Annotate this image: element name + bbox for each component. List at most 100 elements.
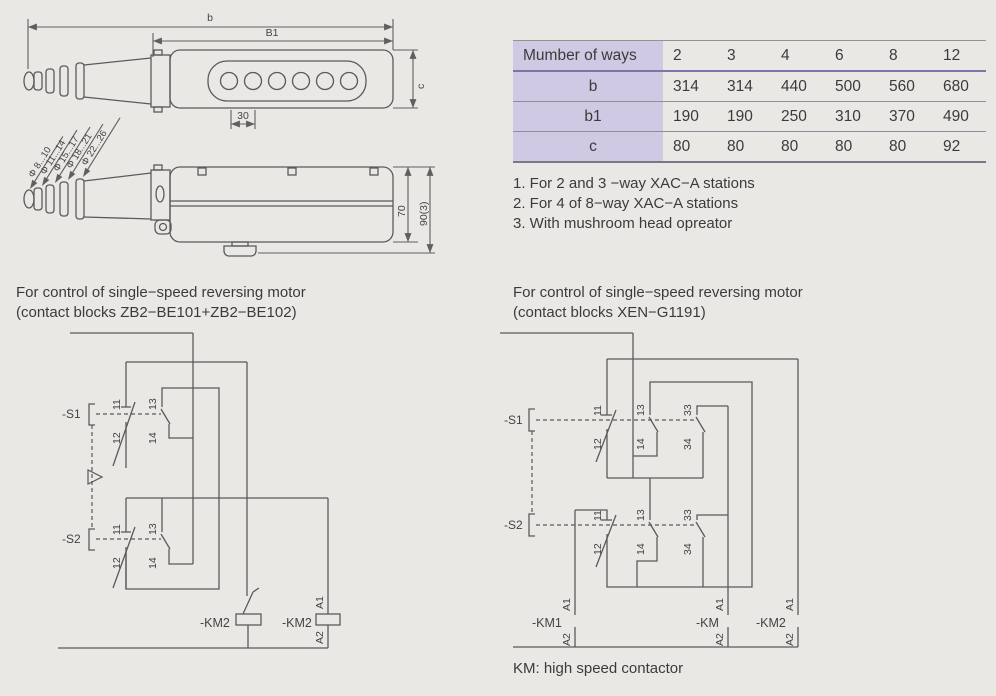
- terminal-label-14: 14: [147, 432, 159, 444]
- terminal-label-33: 33: [682, 404, 694, 416]
- table-row: b1 190 190 250 310 370 490: [513, 101, 986, 132]
- terminal-label-a1: A1: [714, 598, 726, 611]
- pushbutton: [219, 71, 239, 91]
- table-row: c 80 80 80 80 80 92: [513, 131, 986, 163]
- table-cell: 80: [825, 131, 879, 163]
- pushbutton: [267, 71, 287, 91]
- title-line: (contact blocks XEN−G1191): [513, 304, 706, 321]
- cable-gland-top: [23, 57, 152, 105]
- trip-action-symbol: [87, 469, 104, 485]
- terminal-label-14: 14: [635, 543, 647, 555]
- terminal-label-34: 34: [682, 438, 694, 450]
- table-cell: 80: [717, 131, 771, 163]
- table-cell: 80: [879, 131, 933, 163]
- table-col-header: 3: [717, 40, 771, 72]
- pendant-side-view: 70 90(3): [23, 164, 435, 257]
- pushbutton: [339, 71, 359, 91]
- table-header-cell: Mumber of ways: [513, 40, 663, 72]
- s1-no-contact: [125, 387, 220, 590]
- mushroom-button: [223, 241, 257, 257]
- terminal-label-12: 12: [111, 432, 123, 444]
- title-line: For control of single−speed reversing mo…: [16, 284, 306, 301]
- dim-label-b1: B1: [266, 27, 279, 39]
- table-cell: 440: [771, 71, 825, 102]
- wiring-diagram-xen: -S1 -S2 11 12 13 14 33 34 11 12 13 14 33…: [500, 332, 799, 648]
- table-cell: 680: [933, 71, 986, 102]
- table-col-header: 12: [933, 40, 986, 72]
- notes: 1. For 2 and 3 −way XAC−A stations 2. Fo…: [513, 174, 755, 234]
- cable-gland-side: [23, 172, 152, 220]
- section-title-left: For control of single−speed reversing mo…: [16, 283, 306, 323]
- pushbutton-linkage: [87, 403, 161, 551]
- terminal-label-a2: A2: [314, 631, 326, 644]
- km2-label: -KM2: [756, 616, 786, 630]
- terminal-label-13: 13: [635, 404, 647, 416]
- button-label-s2: -S2: [504, 518, 523, 532]
- table-cell: 490: [933, 101, 986, 132]
- terminal-label-14: 14: [635, 438, 647, 450]
- s1-no-contact-13: [606, 381, 753, 588]
- table-col-header: 8: [879, 40, 933, 72]
- table-cell: 92: [933, 131, 986, 163]
- table-col-header: 2: [663, 40, 717, 72]
- s2-no-contact-13: [636, 478, 659, 587]
- table-cell: 500: [825, 71, 879, 102]
- ways-dimension-table: Mumber of ways 2 3 4 6 8 12 b 314 314 44…: [513, 40, 986, 163]
- title-line: For control of single−speed reversing mo…: [513, 284, 803, 301]
- km2-contact-label: -KM2: [200, 616, 230, 630]
- table-cell: 314: [717, 71, 771, 102]
- dim-label-70: 70: [396, 205, 408, 217]
- terminal-label-a1: A1: [561, 598, 573, 611]
- table-cell: 80: [771, 131, 825, 163]
- s2-nc-contact: [595, 514, 617, 568]
- km-caption: KM: high speed contactor: [513, 660, 684, 677]
- table-cell: 370: [879, 101, 933, 132]
- note-line: 3. With mushroom head opreator: [513, 215, 733, 232]
- s1-nc-contact: [595, 409, 617, 478]
- terminal-label-11: 11: [111, 524, 123, 535]
- enclosure-side-outline: [169, 166, 394, 243]
- terminal-label-13: 13: [635, 509, 647, 521]
- terminal-label-a1: A1: [314, 596, 326, 609]
- table-cell: 560: [879, 71, 933, 102]
- terminal-label-a2: A2: [784, 633, 796, 646]
- s1-nc-contact: [112, 401, 136, 468]
- table-cell: 190: [717, 101, 771, 132]
- pushbutton: [291, 71, 311, 91]
- table-row-label: b: [513, 71, 663, 102]
- pushbutton-linkage: [528, 408, 696, 537]
- terminal-label-a2: A2: [714, 633, 726, 646]
- km2-coil-label: -KM2: [282, 616, 312, 630]
- dim-label-c: c: [415, 84, 427, 89]
- dim-label-30: 30: [237, 110, 249, 122]
- table-col-header: 4: [771, 40, 825, 72]
- table-col-header: 6: [825, 40, 879, 72]
- km1-label: -KM1: [532, 616, 562, 630]
- title-line: (contact blocks ZB2−BE101+ZB2−BE102): [16, 304, 297, 321]
- s2-nc-contact: [112, 498, 136, 589]
- enclosure-outline: [169, 49, 394, 109]
- terminal-label-13: 13: [147, 523, 159, 535]
- s2-no-contact-33: [695, 514, 728, 587]
- table-cell: 80: [663, 131, 717, 163]
- table-cell: 310: [825, 101, 879, 132]
- button-label-s1: -S1: [62, 407, 81, 421]
- table-row-label: b1: [513, 101, 663, 132]
- terminal-label-13: 13: [147, 398, 159, 410]
- note-line: 2. For 4 of 8−way XAC−A stations: [513, 195, 739, 212]
- pendant-top-view: b B1 30: [23, 12, 427, 129]
- wiring-diagram-zb2: -S1 -S2 11 12 13 14 11 12 13 14 -KM2 -KM…: [58, 332, 341, 649]
- button-label-s1: -S1: [504, 413, 523, 427]
- pushbutton: [243, 71, 263, 91]
- button-slot: [207, 60, 367, 102]
- section-title-right: For control of single−speed reversing mo…: [513, 283, 803, 323]
- table-cell: 250: [771, 101, 825, 132]
- terminal-label-11: 11: [592, 405, 604, 416]
- table-row: b 314 314 440 500 560 680: [513, 71, 986, 102]
- s2-no-contact: [160, 498, 193, 565]
- terminal-label-a2: A2: [561, 633, 573, 646]
- terminal-label-12: 12: [592, 543, 604, 555]
- terminal-label-14: 14: [147, 557, 159, 569]
- terminal-label-12: 12: [592, 438, 604, 450]
